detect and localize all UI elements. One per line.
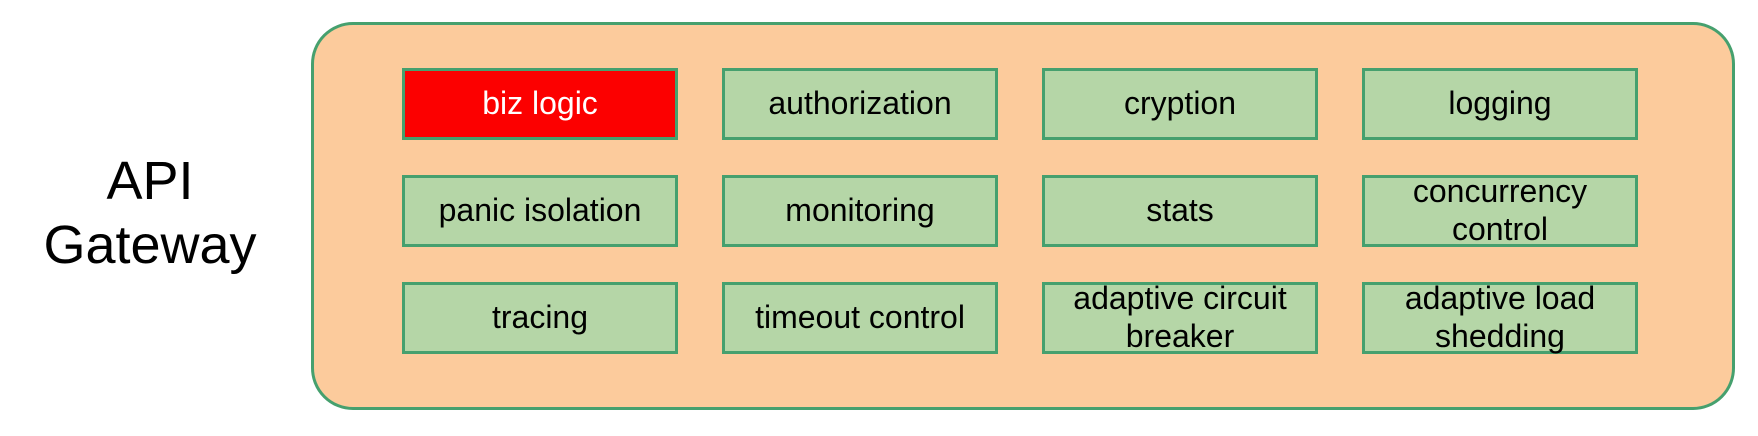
module-cell-stats[interactable]: stats <box>1042 175 1318 247</box>
module-cell-panic-isolation[interactable]: panic isolation <box>402 175 678 247</box>
module-cell-logging[interactable]: logging <box>1362 68 1638 140</box>
module-cell-cryption[interactable]: cryption <box>1042 68 1318 140</box>
module-cell-timeout-control[interactable]: timeout control <box>722 282 998 354</box>
module-cell-biz-logic[interactable]: biz logic <box>402 68 678 140</box>
module-cell-concurrency-control[interactable]: concurrency control <box>1362 173 1638 247</box>
api-gateway-label: API Gateway <box>43 151 257 275</box>
module-cell-adaptive-circuit-breaker[interactable]: adaptive circuit breaker <box>1042 280 1318 354</box>
module-cell-authorization[interactable]: authorization <box>722 68 998 140</box>
module-cell-monitoring[interactable]: monitoring <box>722 175 998 247</box>
module-grid: biz logic authorization cryption logging pan… <box>402 68 1640 354</box>
module-cell-tracing[interactable]: tracing <box>402 282 678 354</box>
module-cell-adaptive-load-shedding[interactable]: adaptive load shedding <box>1362 280 1638 354</box>
